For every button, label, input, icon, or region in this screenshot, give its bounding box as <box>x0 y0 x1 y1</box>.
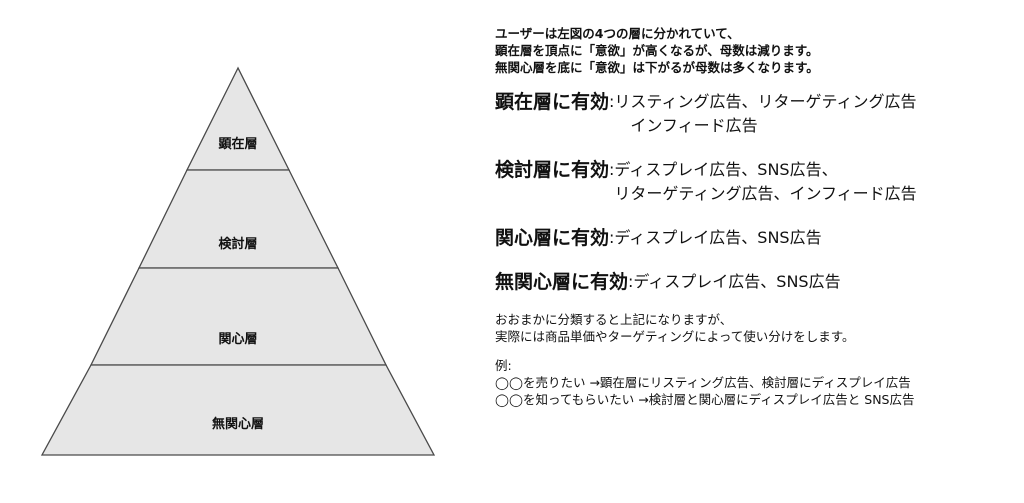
layer-label-mukanshin: 無関心層 <box>212 416 264 432</box>
effective-item-mukanshin: 無関心層に有効 : ディスプレイ広告、SNS広告 <box>495 270 1015 294</box>
effective-ads: ディスプレイ広告、SNS広告 <box>633 272 841 291</box>
intro-line: ユーザーは左図の4つの層に分かれていて、 <box>495 26 740 41</box>
separator: : <box>628 272 634 291</box>
pyramid-diagram: 顕在層 検討層 関心層 無関心層 <box>40 66 436 456</box>
effective-item-kanshin: 関心層に有効 : ディスプレイ広告、SNS広告 <box>495 226 1015 250</box>
effective-ads: リスティング広告、リターゲティング広告 インフィード広告 <box>614 92 917 135</box>
intro-text: ユーザーは左図の4つの層に分かれていて、 顕在層を頂点に「意欲」が高くなるが、母… <box>495 25 1015 76</box>
effective-item-kenzai: 顕在層に有効 : リスティング広告、リターゲティング広告 インフィード広告 <box>495 90 1015 138</box>
intro-line: 無関心層を底に「意欲」は下がるが母数は多くなります。 <box>495 60 819 75</box>
effective-ads: ディスプレイ広告、SNS広告 <box>614 228 822 247</box>
layer-label-kenzai: 顕在層 <box>218 136 257 152</box>
intro-line: 顕在層を頂点に「意欲」が高くなるが、母数は減ります。 <box>495 43 819 58</box>
pyramid-layer-top <box>185 66 291 171</box>
layer-label-kento: 検討層 <box>218 236 257 252</box>
example-line: ◯◯を売りたい →顕在層にリスティング広告、検討層にディスプレイ広告 <box>495 375 911 390</box>
summary-line: おおまかに分類すると上記になりますが、 <box>495 312 733 327</box>
example-line: ◯◯を知ってもらいたい →検討層と関心層にディスプレイ広告と SNS広告 <box>495 392 915 407</box>
effective-layer: 関心層に有効 <box>495 227 610 249</box>
summary-text: おおまかに分類すると上記になりますが、 実際には商品単価やターゲティングによって… <box>495 311 1015 345</box>
summary-line: 実際には商品単価やターゲティングによって使い分けをします。 <box>495 329 855 344</box>
effective-ads: ディスプレイ広告、SNS広告、 リターゲティング広告、インフィード広告 <box>614 160 917 203</box>
layer-label-kanshin: 関心層 <box>218 332 257 347</box>
pyramid-layer-second <box>137 169 340 269</box>
pyramid-layer-third <box>89 267 388 366</box>
explanation-panel: ユーザーは左図の4つの層に分かれていて、 顕在層を頂点に「意欲」が高くなるが、母… <box>495 25 1015 408</box>
pyramid-layer-bottom <box>40 364 436 456</box>
effective-layer: 無関心層に有効 <box>495 271 629 293</box>
separator: : <box>609 160 615 179</box>
examples-heading: 例: <box>495 358 512 373</box>
separator: : <box>609 92 615 111</box>
effective-layer: 検討層に有効 <box>495 159 610 181</box>
effective-item-kento: 検討層に有効 : ディスプレイ広告、SNS広告、 リターゲティング広告、インフィ… <box>495 158 1015 206</box>
examples-block: 例: ◯◯を売りたい →顕在層にリスティング広告、検討層にディスプレイ広告 ◯◯… <box>495 357 1015 408</box>
separator: : <box>609 228 615 247</box>
effective-layer: 顕在層に有効 <box>495 91 610 113</box>
